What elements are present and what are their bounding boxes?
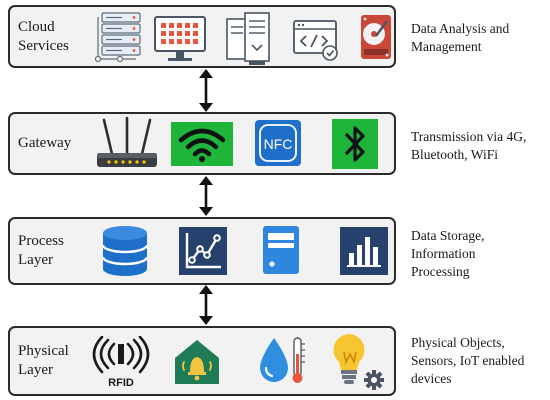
code-window-icon xyxy=(293,20,338,61)
description-line-2: Sensors, IoT enabled xyxy=(411,353,525,368)
physical-layer-description: Physical Objects, Sensors, IoT enabled d… xyxy=(411,334,524,388)
cloud-services-layer: Cloud Services xyxy=(8,5,396,68)
rfid-icon-text: RFID xyxy=(108,377,134,389)
physical-layer-label: Physical Layer xyxy=(18,328,69,394)
cloud-services-description: Data Analysis and Management xyxy=(411,20,509,56)
label-line-1: Process xyxy=(18,233,64,249)
label-line-1: Physical xyxy=(18,343,69,359)
label-line-2: Layer xyxy=(18,252,53,268)
label-line-1: Cloud xyxy=(18,18,55,35)
bidirectional-arrow-gateway-process xyxy=(199,176,213,216)
description-line-1: Physical Objects, xyxy=(411,335,505,350)
bidirectional-arrow-cloud-gateway xyxy=(199,69,213,112)
monitor-dashboard-icon xyxy=(154,16,206,61)
bluetooth-icon xyxy=(332,119,378,169)
nfc-icon: NFC xyxy=(255,120,301,166)
bidirectional-arrow-process-physical xyxy=(199,285,213,325)
description-line-1: Transmission via 4G, xyxy=(411,129,527,144)
description-line-2: Information xyxy=(411,246,476,261)
description-line-3: devices xyxy=(411,371,452,386)
water-thermometer-icon xyxy=(260,337,305,383)
label-line-1: Gateway xyxy=(18,135,72,151)
smart-home-alarm-icon xyxy=(175,340,219,384)
description-line-3: Processing xyxy=(411,264,470,279)
label-line-2: Layer xyxy=(18,362,53,378)
process-layer-description: Data Storage, Information Processing xyxy=(411,227,484,281)
cloud-services-label: Cloud Services xyxy=(18,7,69,66)
process-layer-label: Process Layer xyxy=(18,219,64,283)
bar-chart-icon xyxy=(340,227,388,275)
smart-bulb-gear-icon xyxy=(333,333,384,390)
server-tower-icon xyxy=(226,12,270,65)
gateway-layer: Gateway NFC xyxy=(8,112,396,175)
process-layer: Process Layer xyxy=(8,217,396,285)
description-line-1: Data Storage, xyxy=(411,228,485,243)
gateway-label: Gateway xyxy=(18,114,71,173)
hard-drive-icon xyxy=(361,15,391,59)
nfc-icon-text: NFC xyxy=(264,136,293,152)
wifi-icon xyxy=(171,122,233,166)
description-line-1: Data Analysis and xyxy=(411,21,510,36)
computer-tower-icon xyxy=(263,226,299,274)
gateway-description: Transmission via 4G, Bluetooth, WiFi xyxy=(411,128,526,164)
physical-layer: Physical Layer RFID xyxy=(8,326,396,396)
database-icon xyxy=(101,226,149,276)
line-chart-icon xyxy=(179,227,227,275)
rfid-icon: RFID xyxy=(92,336,150,389)
description-line-2: Management xyxy=(411,39,482,54)
router-icon xyxy=(97,116,157,167)
description-line-2: Bluetooth, WiFi xyxy=(411,147,498,162)
server-stack-icon xyxy=(94,12,141,63)
label-line-2: Services xyxy=(18,37,69,54)
